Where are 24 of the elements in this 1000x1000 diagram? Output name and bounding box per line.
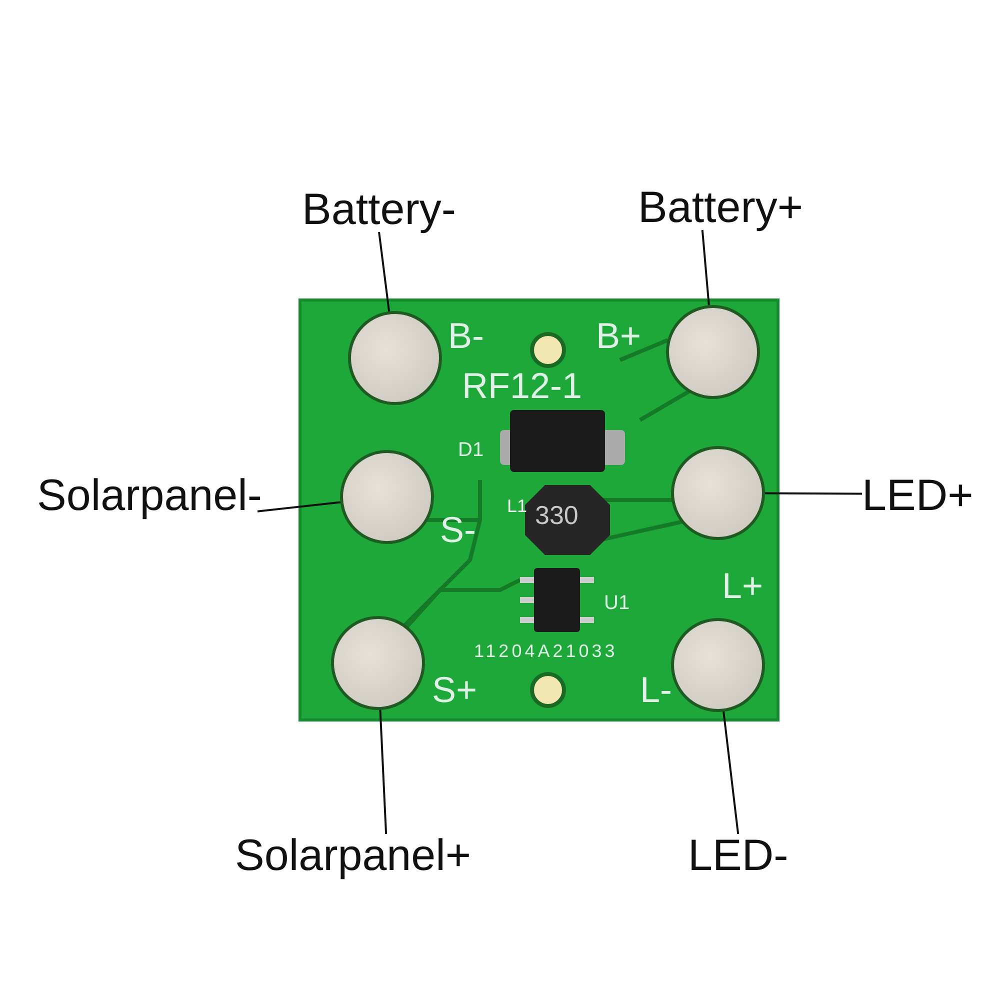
leader-line bbox=[379, 710, 388, 834]
leader-line bbox=[701, 230, 710, 306]
callout-label: Battery- bbox=[302, 188, 456, 232]
silkscreen-text: D1 bbox=[458, 440, 484, 460]
silkscreen-text: B+ bbox=[596, 318, 642, 354]
callout-label: Solarpanel+ bbox=[235, 834, 472, 878]
silkscreen-text: S+ bbox=[432, 672, 478, 708]
silkscreen-text: 11204A21033 bbox=[474, 642, 618, 660]
silkscreen-text: L+ bbox=[722, 568, 764, 604]
leader-line bbox=[257, 501, 340, 512]
silkscreen-text: L- bbox=[640, 672, 672, 708]
silkscreen-text: RF12-1 bbox=[462, 368, 582, 404]
leader-line bbox=[722, 712, 740, 834]
silkscreen-text: B- bbox=[448, 318, 484, 354]
silkscreen-text: 330 bbox=[535, 502, 578, 528]
callout-label: Solarpanel- bbox=[37, 474, 262, 518]
silkscreen-text: U1 bbox=[604, 593, 630, 613]
silkscreen-text: S- bbox=[440, 512, 476, 548]
callout-label: LED+ bbox=[862, 474, 974, 518]
silkscreen-text: L1 bbox=[507, 497, 528, 515]
leader-line bbox=[378, 232, 390, 312]
callout-label: LED- bbox=[688, 834, 788, 878]
leader-line bbox=[765, 492, 862, 495]
callout-label: Battery+ bbox=[638, 186, 804, 230]
